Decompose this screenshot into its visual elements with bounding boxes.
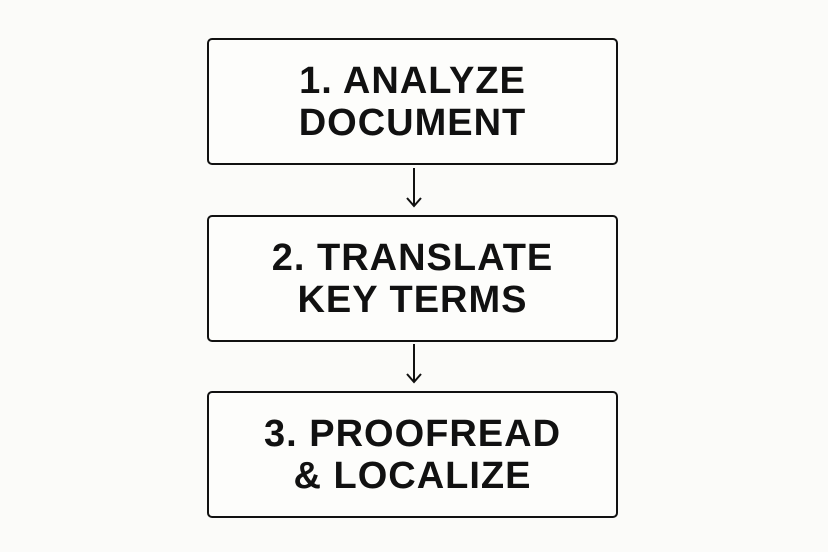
step-1-title: 1. ANALYZE: [299, 59, 526, 102]
step-3-title: 3. PROOFREAD: [263, 412, 562, 455]
step-1-subtitle: DOCUMENT: [298, 101, 527, 144]
step-3-box: 3. PROOFREAD & LOCALIZE: [207, 391, 618, 518]
arrow-down-icon: [406, 168, 422, 208]
step-2-box: 2. TRANSLATE KEY TERMS: [207, 215, 618, 342]
step-2-subtitle: KEY TERMS: [297, 278, 528, 321]
step-2-title: 2. TRANSLATE: [271, 236, 554, 279]
step-1-box: 1. ANALYZE DOCUMENT: [207, 38, 618, 165]
arrow-down-icon: [406, 344, 422, 384]
step-3-subtitle: & LOCALIZE: [293, 454, 532, 497]
